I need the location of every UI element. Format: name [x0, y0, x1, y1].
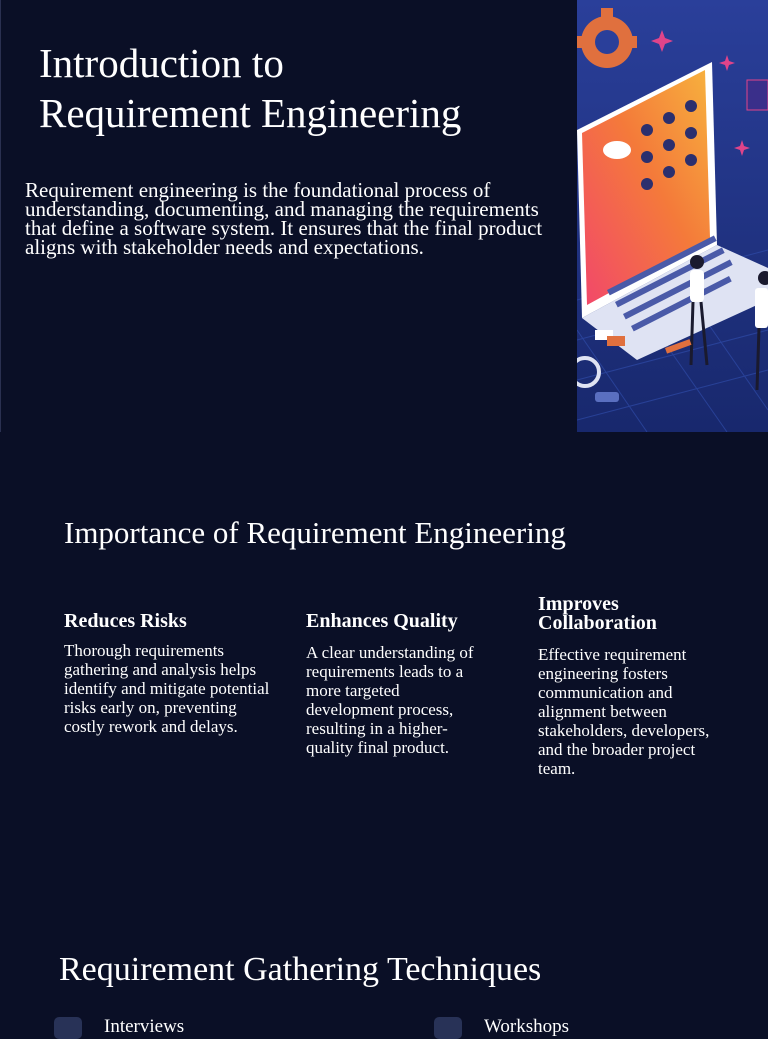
gear-icon: [577, 8, 637, 68]
card-body: Effective requirement engineering foster…: [538, 645, 710, 778]
card-improves-collaboration: Improves Collaboration Effective require…: [538, 593, 718, 778]
title-line-1: Introduction to: [39, 40, 284, 86]
slide-title: Introduction to Requirement Engineering: [39, 38, 559, 138]
technique-item-workshops: Workshops: [434, 1015, 569, 1039]
importance-title: Importance of Requirement Engineering: [64, 515, 566, 550]
card-body: Thorough requirements gathering and anal…: [64, 641, 270, 736]
person-figure: [689, 255, 709, 366]
intro-slide: Introduction to Requirement Engineering …: [0, 0, 768, 432]
technique-label: Interviews: [104, 1016, 185, 1037]
card-reduces-risks: Reduces Risks Thorough requirements gath…: [64, 610, 274, 736]
person-figure-2: [755, 271, 768, 391]
technique-icon-box: [54, 1017, 82, 1039]
card-body: A clear understanding of requirements le…: [306, 643, 474, 757]
title-line-2: Requirement Engineering: [39, 90, 462, 136]
card-heading: Enhances Quality: [306, 610, 458, 632]
techniques-title: Requirement Gathering Techniques: [59, 951, 542, 988]
card-heading: Improves Collaboration: [538, 593, 657, 634]
hero-illustration: [577, 0, 768, 432]
technique-item-interviews: Interviews: [54, 1015, 184, 1039]
laptop-illustration: [577, 0, 768, 432]
technique-label: Workshops: [484, 1016, 570, 1037]
technique-icon-box: [434, 1017, 462, 1039]
card-enhances-quality: Enhances Quality A clear understanding o…: [306, 610, 486, 757]
slide-border: [0, 0, 1, 432]
intro-paragraph: Requirement engineering is the foundatio…: [25, 178, 543, 259]
card-heading: Reduces Risks: [64, 610, 187, 632]
